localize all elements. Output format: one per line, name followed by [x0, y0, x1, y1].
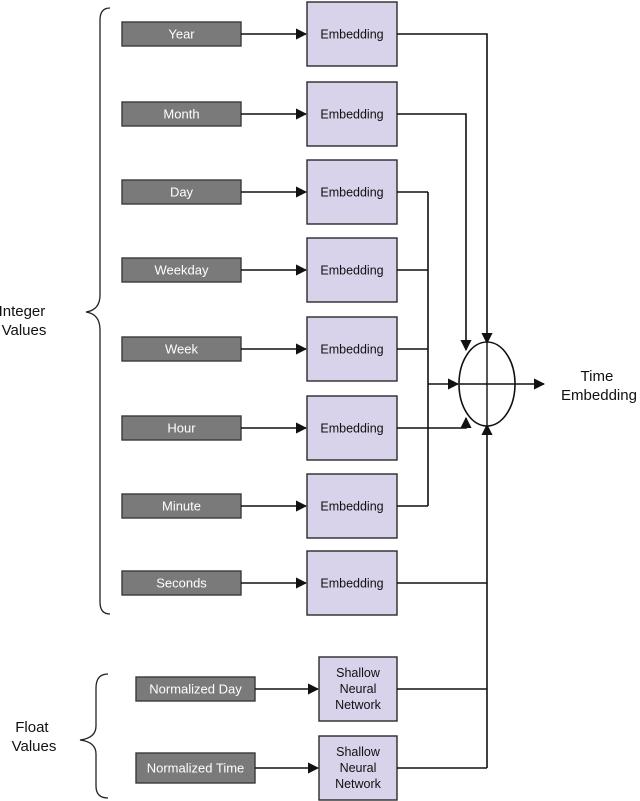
month-to-combiner-wire: [397, 113, 472, 352]
hour-row: Hour Embedding: [121, 395, 398, 461]
seconds-row: Seconds Embedding: [121, 550, 398, 616]
year-embedding-box: [306, 1, 398, 67]
day-embedding-box: [306, 159, 398, 225]
week-row: Week Embedding: [121, 316, 398, 382]
hour-embedding-label: Embedding: [320, 422, 383, 436]
weekday-embedding-label: Embedding: [320, 264, 383, 278]
hour-input-label: Hour: [167, 421, 196, 436]
weekday-row: Weekday Embedding: [121, 237, 398, 303]
minute-input-label: Minute: [162, 499, 201, 514]
month-embedding-label: Embedding: [320, 108, 383, 122]
normalized-time-network-box: [318, 735, 398, 801]
month-row: Month Embedding: [121, 81, 398, 147]
hour-input-box: [121, 415, 242, 441]
week-embedding-label: Embedding: [320, 343, 383, 357]
weekday-input-label: Weekday: [155, 263, 209, 278]
year-input-label: Year: [168, 27, 195, 42]
float-values-label: Float Values: [12, 719, 57, 755]
day-row: Day Embedding: [121, 159, 398, 225]
day-input-label: Day: [170, 185, 194, 200]
month-embedding-box: [306, 81, 398, 147]
normalized-day-network-box: [318, 656, 398, 722]
normalized-time-input-label: Normalized Time: [147, 761, 245, 776]
month-input-label: Month: [163, 107, 199, 122]
year-input-box: [121, 21, 242, 47]
year-embedding-label: Embedding: [320, 28, 383, 42]
minute-input-box: [121, 493, 242, 519]
hour-embedding-box: [306, 395, 398, 461]
day-embedding-label: Embedding: [320, 186, 383, 200]
normalized-day-input-box: [135, 676, 256, 702]
minute-embedding-box: [306, 473, 398, 539]
combiner-node: [458, 341, 516, 427]
combiner-wiring: [397, 33, 493, 769]
normalized-day-input-label: Normalized Day: [149, 682, 242, 697]
float-values-brace: [79, 673, 109, 799]
integer-values-label: Integer Values: [0, 303, 49, 339]
seconds-input-label: Seconds: [156, 576, 207, 591]
integer-values-brace: [85, 7, 111, 615]
year-row: Year Embedding: [121, 1, 398, 67]
seconds-embedding-box: [306, 550, 398, 616]
time-embedding-output-label: Time Embedding: [561, 368, 637, 404]
minute-row: Minute Embedding: [121, 473, 398, 539]
hour-to-combiner-wire: [397, 416, 472, 429]
week-input-label: Week: [165, 342, 198, 357]
seconds-embedding-label: Embedding: [320, 577, 383, 591]
year-to-combiner-wire: [397, 33, 493, 345]
month-input-box: [121, 101, 242, 127]
minute-embedding-label: Embedding: [320, 500, 383, 514]
